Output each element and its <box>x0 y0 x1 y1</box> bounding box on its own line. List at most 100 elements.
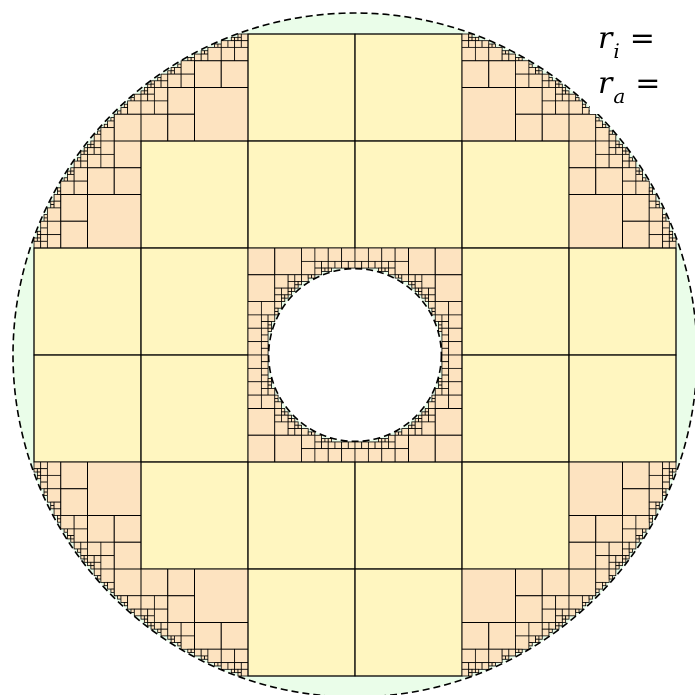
small-square <box>127 595 142 610</box>
small-square <box>354 448 369 463</box>
small-square <box>33 240 42 249</box>
small-square <box>80 541 88 550</box>
small-square <box>77 157 82 162</box>
small-square <box>424 297 429 302</box>
small-square <box>655 204 660 209</box>
small-square <box>434 394 450 409</box>
small-square <box>67 528 75 536</box>
small-square <box>83 558 88 563</box>
small-square <box>153 100 169 115</box>
small-square <box>622 167 637 182</box>
small-square <box>381 438 386 443</box>
small-square <box>36 237 42 242</box>
small-square <box>474 648 490 664</box>
inner-radius-label: ri= <box>598 21 655 63</box>
small-square <box>274 307 279 312</box>
small-square <box>434 388 443 396</box>
small-square <box>260 314 269 322</box>
small-square <box>421 294 426 299</box>
small-square <box>294 428 302 436</box>
small-square <box>354 247 369 262</box>
small-square <box>505 50 510 55</box>
small-square <box>160 73 169 82</box>
small-square <box>194 568 249 623</box>
small-square <box>40 474 48 483</box>
small-square <box>40 240 48 249</box>
small-square <box>615 147 623 155</box>
small-square <box>394 247 409 262</box>
small-square <box>491 662 496 667</box>
small-square <box>200 50 205 55</box>
small-square <box>327 260 336 269</box>
small-square <box>140 90 145 95</box>
small-square <box>107 581 115 590</box>
small-square <box>87 561 92 567</box>
small-square <box>581 103 587 108</box>
small-square <box>635 538 640 543</box>
small-square <box>541 622 550 630</box>
small-square <box>274 287 282 296</box>
small-square <box>274 398 279 403</box>
small-square <box>394 260 409 276</box>
small-square <box>411 421 416 426</box>
small-square <box>267 314 276 322</box>
small-square <box>43 491 48 496</box>
small-square <box>424 294 429 299</box>
small-square <box>234 662 242 670</box>
small-square <box>448 314 463 329</box>
small-square <box>655 501 660 506</box>
small-square <box>147 83 152 88</box>
small-square <box>441 388 450 396</box>
small-square <box>117 595 122 600</box>
small-square <box>247 381 262 396</box>
small-square <box>284 411 289 416</box>
small-square <box>291 287 296 292</box>
small-square <box>83 150 88 155</box>
small-square <box>341 441 349 450</box>
small-square <box>408 247 436 276</box>
small-square <box>461 622 490 650</box>
small-square <box>441 347 450 356</box>
small-square <box>448 367 463 383</box>
small-square <box>227 662 236 670</box>
small-square <box>46 488 62 503</box>
small-square <box>294 421 299 426</box>
small-square <box>50 501 55 506</box>
small-square <box>123 103 129 108</box>
small-square <box>488 662 493 667</box>
small-square <box>474 36 480 42</box>
small-square <box>354 441 363 450</box>
small-square <box>441 367 450 376</box>
small-square <box>40 461 48 470</box>
small-square <box>515 57 520 62</box>
small-square <box>177 642 182 647</box>
small-square <box>347 260 356 269</box>
small-square <box>140 595 155 610</box>
small-square <box>535 67 540 72</box>
small-square <box>234 36 239 42</box>
small-square <box>147 93 155 102</box>
small-square <box>622 555 627 560</box>
small-square <box>281 294 286 299</box>
small-square <box>595 153 610 169</box>
small-square <box>50 204 55 209</box>
small-square <box>548 628 553 633</box>
small-square <box>190 648 195 653</box>
small-square <box>541 608 557 623</box>
small-square <box>638 170 643 175</box>
small-square <box>394 431 399 436</box>
small-square <box>60 515 75 530</box>
small-square <box>672 468 677 473</box>
small-square <box>60 461 88 490</box>
small-square <box>167 635 172 640</box>
small-square <box>157 77 162 82</box>
small-square <box>608 153 623 169</box>
small-square <box>672 237 677 242</box>
small-square <box>662 468 670 476</box>
large-square <box>461 247 570 356</box>
small-square <box>408 434 436 463</box>
small-square <box>367 441 376 450</box>
small-square <box>93 561 102 570</box>
small-square <box>267 327 272 332</box>
small-square <box>622 488 650 516</box>
